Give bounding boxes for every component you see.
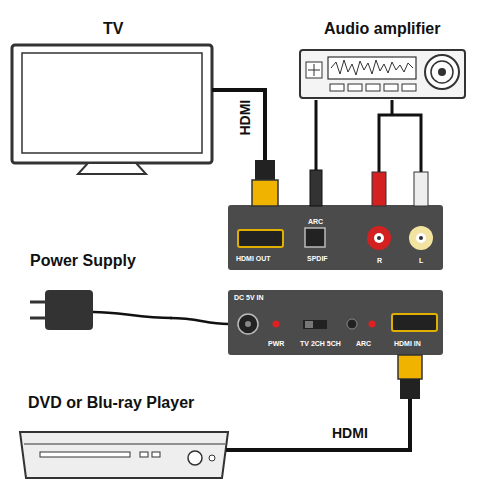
device-title: TV xyxy=(103,20,123,38)
power-adapter-drawing xyxy=(30,290,172,330)
front-panel-drawing xyxy=(228,205,443,270)
device-title: Power Supply xyxy=(30,252,136,270)
optical-plug xyxy=(310,170,322,206)
rca-plugs xyxy=(372,172,428,206)
port-label: HDMI OUT xyxy=(236,255,271,263)
port-label: ARC xyxy=(356,340,371,348)
back-panel-drawing xyxy=(228,290,443,355)
cable xyxy=(170,318,228,324)
cable-line xyxy=(170,318,228,324)
port-label: SPDIF xyxy=(307,255,328,263)
hdmi-plug xyxy=(252,160,278,206)
hdmi-plug xyxy=(398,355,422,399)
tv: TV xyxy=(8,18,214,178)
audio-amplifier: Audio amplifier xyxy=(290,18,480,100)
device-title: DVD or Blu-ray Player xyxy=(28,394,194,412)
amplifier-drawing xyxy=(300,50,465,98)
converter-back-panel: DC 5V IN PWR TV 2CH 5CH ARC HDMI IN xyxy=(228,290,443,355)
converter-front-panel: HDMI OUT ARC SPDIF R L xyxy=(228,205,443,270)
port-label: L xyxy=(419,257,423,265)
device-title: Audio amplifier xyxy=(324,20,440,38)
cable xyxy=(242,355,410,450)
dvd-player: DVD or Blu-ray Player xyxy=(20,392,242,487)
dvd-player-drawing xyxy=(20,432,242,478)
cable-label: HDMI xyxy=(238,98,253,138)
port-label: PWR xyxy=(268,340,284,348)
port-label: DC 5V IN xyxy=(234,294,264,302)
cable-line xyxy=(242,355,410,450)
power-supply: Power Supply xyxy=(20,250,170,340)
port-label: ARC xyxy=(308,218,323,226)
port-label: TV 2CH 5CH xyxy=(300,340,341,348)
cable-line xyxy=(316,100,421,205)
tv-drawing xyxy=(12,45,216,174)
cable xyxy=(316,100,421,205)
port-label: R xyxy=(377,257,382,265)
port-label: HDMI IN xyxy=(394,340,421,348)
cable-label: HDMI xyxy=(330,426,370,441)
